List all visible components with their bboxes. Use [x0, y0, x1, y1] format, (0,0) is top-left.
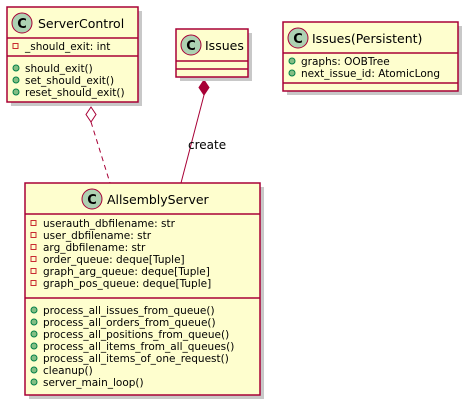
method-process-all-items-from-all-queues: process_all_items_from_all_queues(): [43, 341, 234, 353]
public-method-icon: [30, 354, 38, 362]
private-field-icon: [30, 232, 37, 238]
class-server-control[interactable]: C ServerControl _should_exit: int should…: [6, 6, 142, 106]
class-name: Issues: [205, 38, 244, 53]
method-reset-should-exit: reset_should_exit(): [25, 87, 125, 99]
field-should-exit: _should_exit: int: [24, 41, 110, 53]
class-badge-letter: C: [17, 17, 27, 32]
field-graph-arg-queue: graph_arg_queue: deque[Tuple]: [43, 266, 210, 278]
connector-line: [180, 94, 205, 184]
public-method-icon: [30, 378, 38, 386]
field-graph-pos-queue: graph_pos_queue: deque[Tuple]: [43, 278, 211, 290]
relation-label-create: create: [188, 138, 226, 152]
public-method-icon: [30, 342, 38, 350]
public-field-icon: [288, 69, 296, 77]
class-name: Issues(Persistent): [312, 31, 422, 46]
class-badge-icon: [81, 188, 103, 210]
private-field-icon: [30, 220, 37, 226]
class-badge-icon: [287, 27, 309, 49]
public-method-icon: [30, 318, 38, 326]
public-method-icon: [30, 306, 38, 314]
method-process-all-positions: process_all_positions_from_queue(): [43, 329, 229, 341]
class-name: AllsemblyServer: [107, 192, 210, 207]
class-name: ServerControl: [38, 16, 124, 31]
method-set-should-exit: set_should_exit(): [25, 75, 114, 87]
composition-relation: create: [180, 79, 226, 184]
public-method-icon: [12, 64, 20, 72]
dashed-connector-line: [90, 121, 111, 184]
class-badge-icon: [11, 12, 33, 34]
private-field-icon: [30, 244, 37, 250]
private-field-icon: [30, 280, 37, 286]
private-field-icon: [30, 256, 37, 262]
field-user-dbfilename: user_dbfilename: str: [43, 230, 152, 242]
private-field-icon: [12, 43, 19, 49]
field-userauth-dbfilename: userauth_dbfilename: str: [43, 218, 176, 230]
filled-diamond-icon: [198, 79, 210, 96]
public-method-icon: [30, 366, 38, 374]
public-method-icon: [12, 76, 20, 84]
method-should-exit: should_exit(): [25, 63, 93, 75]
class-badge-letter: C: [186, 39, 196, 54]
field-next-issue-id: next_issue_id: AtomicLong: [301, 68, 440, 80]
method-process-all-items-of-one-request: process_all_items_of_one_request(): [43, 353, 229, 365]
class-allsembly-server[interactable]: C AllsemblyServer userauth_dbfilename: s…: [24, 182, 264, 399]
private-field-icon: [30, 268, 37, 274]
hollow-diamond-icon: [85, 106, 97, 123]
class-issues[interactable]: C Issues: [175, 28, 252, 81]
class-badge-letter: C: [87, 193, 97, 208]
field-arg-dbfilename: arg_dbfilename: str: [43, 242, 146, 254]
public-method-icon: [30, 330, 38, 338]
public-method-icon: [12, 88, 20, 96]
class-badge-letter: C: [293, 32, 303, 47]
method-process-all-orders: process_all_orders_from_queue(): [43, 317, 216, 329]
field-graphs: graphs: OOBTree: [301, 56, 390, 68]
public-field-icon: [288, 57, 296, 65]
class-badge-icon: [180, 34, 202, 56]
field-order-queue: order_queue: deque[Tuple]: [43, 254, 185, 266]
class-issues-persistent[interactable]: C Issues(Persistent) graphs: OOBTree nex…: [282, 21, 462, 95]
method-server-main-loop: server_main_loop(): [43, 377, 144, 389]
method-cleanup: cleanup(): [43, 365, 93, 377]
aggregation-relation: [85, 106, 111, 184]
method-process-all-issues: process_all_issues_from_queue(): [43, 305, 215, 317]
